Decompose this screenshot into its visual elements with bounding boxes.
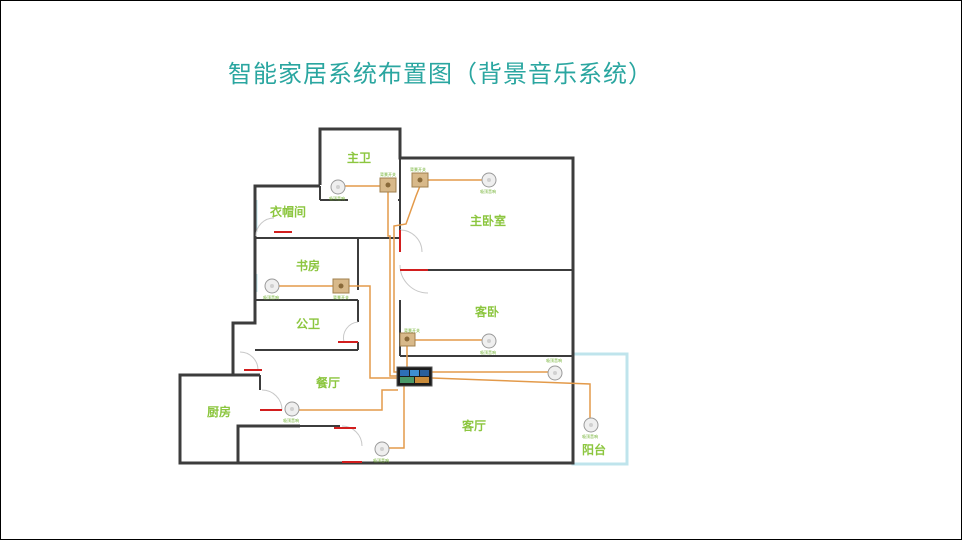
control-label: 背景开关 bbox=[333, 294, 349, 300]
ceiling-speaker-icon: 吸顶音响 bbox=[329, 179, 346, 201]
ceiling-speaker-icon: 吸顶音响 bbox=[283, 401, 300, 423]
doors bbox=[244, 230, 428, 463]
control-label: 背景开关 bbox=[410, 166, 426, 172]
speaker-label: 吸顶音响 bbox=[480, 188, 496, 194]
door-arcs bbox=[239, 217, 429, 447]
ceiling-speaker-icon: 吸顶音响 bbox=[546, 357, 563, 381]
speaker-label: 吸顶音响 bbox=[263, 294, 279, 300]
ceiling-speaker-icon: 吸顶音响 bbox=[582, 417, 599, 439]
ceiling-speaker-icon: 吸顶音响 bbox=[480, 172, 497, 194]
room-label-master-bath: 主卫 bbox=[347, 150, 371, 165]
ceiling-speaker-icon: 吸顶音响 bbox=[263, 278, 280, 300]
windows bbox=[178, 200, 258, 440]
control-label: 背景开关 bbox=[404, 327, 420, 333]
page-title: 智能家居系统布置图（背景音乐系统） bbox=[228, 60, 653, 88]
outer-walls bbox=[178, 127, 575, 465]
room-label-master-bedroom: 主卧室 bbox=[470, 213, 506, 228]
room-label-cloakroom: 衣帽间 bbox=[270, 204, 306, 219]
room-label-balcony: 阳台 bbox=[582, 442, 606, 457]
speaker-label: 吸顶音响 bbox=[373, 457, 389, 463]
room-label-dining: 餐厅 bbox=[316, 375, 340, 390]
music-host-touchscreen-icon bbox=[396, 366, 433, 387]
wall-control-panel-icon: 背景开关 bbox=[379, 171, 397, 193]
control-label: 背景开关 bbox=[380, 171, 396, 177]
speaker-label: 吸顶音响 bbox=[329, 195, 345, 201]
room-label-guest-bedroom: 客卧 bbox=[474, 304, 499, 319]
speaker-label: 吸顶音响 bbox=[480, 349, 496, 355]
speaker-label: 吸顶音响 bbox=[546, 357, 562, 363]
room-label-public-bath: 公卫 bbox=[296, 317, 320, 331]
room-label-kitchen: 厨房 bbox=[207, 404, 231, 419]
wall-control-panel-icon: 背景开关 bbox=[399, 327, 420, 347]
speaker-label: 吸顶音响 bbox=[582, 433, 598, 439]
speaker-label: 吸顶音响 bbox=[283, 417, 299, 423]
ceiling-speaker-icon: 吸顶音响 bbox=[480, 333, 497, 355]
wiring bbox=[272, 179, 591, 449]
room-label-living: 客厅 bbox=[461, 418, 486, 433]
ceiling-speaker-icon: 吸顶音响 bbox=[373, 441, 390, 463]
wall-control-panel-icon: 背景开关 bbox=[332, 278, 350, 300]
wall-control-panel-icon: 背景开关 bbox=[410, 166, 429, 188]
room-label-study: 书房 bbox=[296, 258, 320, 273]
interior-walls bbox=[255, 158, 573, 427]
